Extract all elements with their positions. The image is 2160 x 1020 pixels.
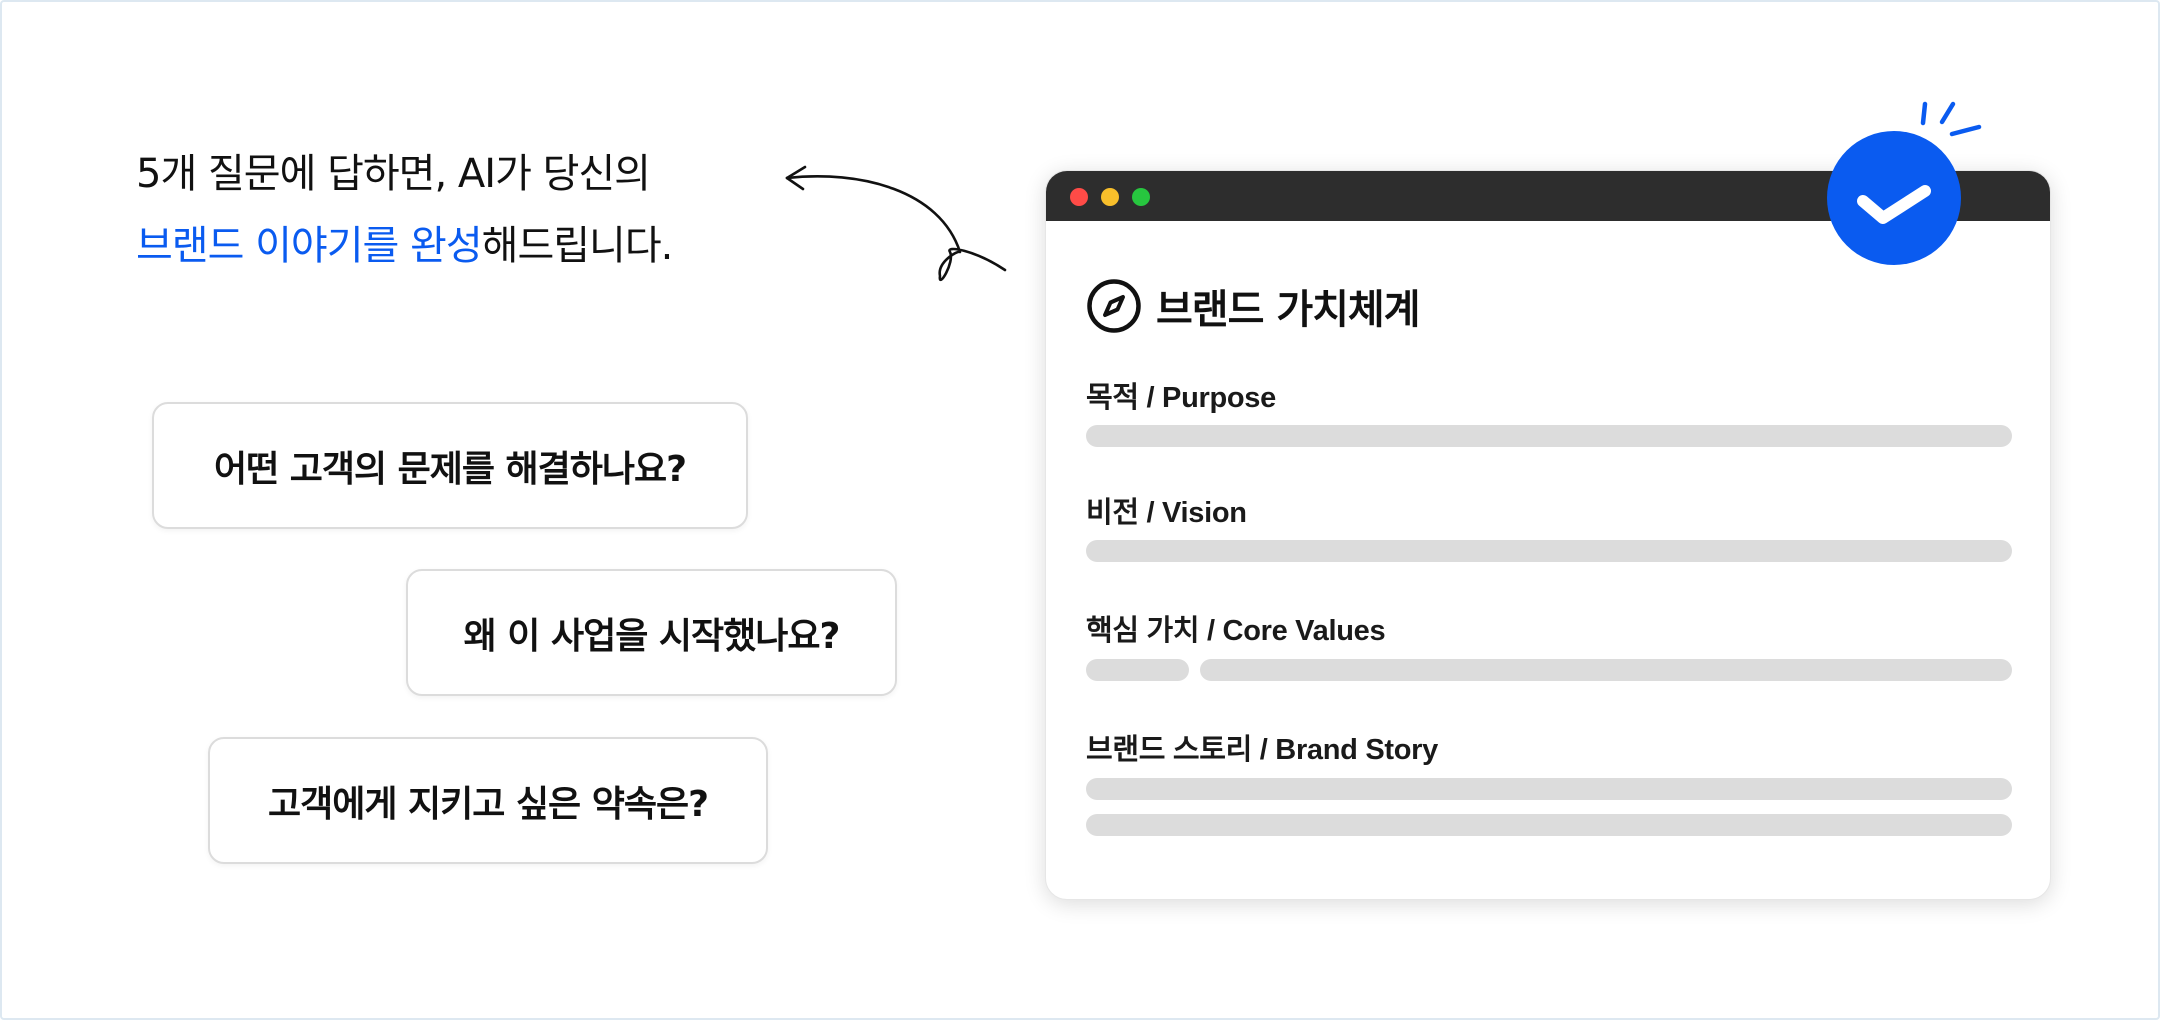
section-label: 브랜드 스토리 / Brand Story bbox=[1086, 734, 1438, 766]
placeholder-bar bbox=[1086, 814, 2012, 836]
window-heading: 브랜드 가치체계 bbox=[1086, 277, 1421, 335]
placeholder-bar bbox=[1086, 778, 2012, 800]
question-card-2: 왜 이 사업을 시작했나요? bbox=[406, 569, 897, 696]
placeholder-bar bbox=[1086, 659, 1189, 681]
minimize-dot bbox=[1101, 188, 1119, 206]
brand-window: 브랜드 가치체계 목적 / Purpose 비전 / Vision 핵심 가치 … bbox=[1045, 170, 2051, 900]
headline-accent: 브랜드 이야기를 완성 bbox=[136, 223, 483, 269]
curly-arrow-icon bbox=[785, 165, 1007, 281]
check-badge-icon bbox=[1827, 131, 1961, 265]
section-purpose: 목적 / Purpose bbox=[1086, 381, 2012, 447]
window-title: 브랜드 가치체계 bbox=[1156, 287, 1421, 333]
question-card-1: 어떤 고객의 문제를 해결하나요? bbox=[152, 402, 748, 529]
section-vision: 비전 / Vision bbox=[1086, 496, 2012, 562]
close-dot bbox=[1070, 188, 1088, 206]
section-label: 비전 / Vision bbox=[1086, 497, 1247, 529]
headline-line-2: 브랜드 이야기를 완성해드립니다. bbox=[136, 210, 816, 282]
placeholder-bar bbox=[1086, 425, 2012, 447]
headline-line-1: 5개 질문에 답하면, AI가 당신의 bbox=[136, 151, 651, 197]
headline: 5개 질문에 답하면, AI가 당신의 브랜드 이야기를 완성해드립니다. bbox=[136, 138, 816, 282]
section-core-values: 핵심 가치 / Core Values bbox=[1086, 614, 2012, 681]
section-label: 목적 / Purpose bbox=[1086, 382, 1276, 414]
maximize-dot bbox=[1132, 188, 1150, 206]
placeholder-bar bbox=[1086, 540, 2012, 562]
headline-rest: 해드립니다. bbox=[481, 223, 674, 269]
question-card-3: 고객에게 지키고 싶은 약속은? bbox=[208, 737, 768, 864]
section-brand-story: 브랜드 스토리 / Brand Story bbox=[1086, 733, 2012, 836]
compass-icon bbox=[1087, 279, 1141, 333]
placeholder-bar bbox=[1200, 659, 2012, 681]
sparkle-icon bbox=[1920, 101, 1982, 137]
section-label: 핵심 가치 / Core Values bbox=[1086, 615, 1386, 647]
